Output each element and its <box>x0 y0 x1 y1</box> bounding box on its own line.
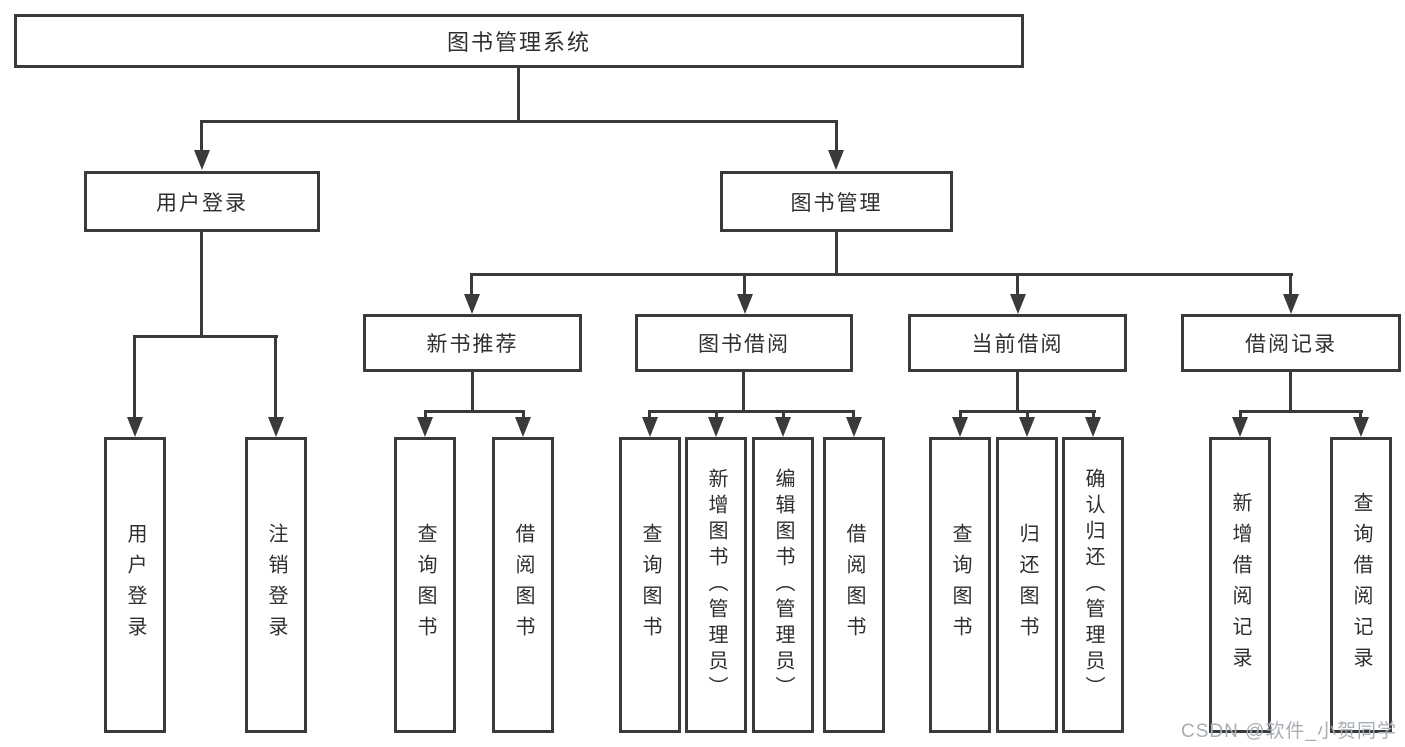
arrowhead-down <box>846 417 862 437</box>
connector-shaft <box>959 410 962 417</box>
arrowhead-down <box>268 417 284 437</box>
arrowhead-down <box>515 417 531 437</box>
connector-stem <box>1289 372 1292 410</box>
arrowhead-down <box>1283 294 1299 314</box>
connector-bar <box>648 410 855 413</box>
node-new-book-recommend: 新书推荐 <box>363 314 582 372</box>
connector-bar <box>424 410 525 413</box>
arrowhead-down <box>194 150 210 170</box>
connector-shaft <box>200 120 203 152</box>
leaf-add-books-admin: 新增图书（管理员） <box>685 437 747 733</box>
arrowhead-down <box>642 417 658 437</box>
connector-bar <box>470 273 1293 276</box>
node-library-management-system: 图书管理系统 <box>14 14 1024 68</box>
connector-stem <box>471 372 474 410</box>
arrowhead-down <box>1019 417 1035 437</box>
connector-bar <box>1239 410 1363 413</box>
connector-shaft <box>1239 410 1242 417</box>
arrowhead-down <box>464 294 480 314</box>
arrowhead-down <box>1232 417 1248 437</box>
arrowhead-down <box>708 417 724 437</box>
leaf-return-books: 归还图书 <box>996 437 1058 733</box>
connector-shaft <box>715 410 718 417</box>
csdn-watermark: CSDN @软件_小贺同学 <box>1181 721 1397 742</box>
leaf-borrow-books-recommend: 借阅图书 <box>492 437 554 733</box>
leaf-add-borrow-record: 新增借阅记录 <box>1209 437 1271 733</box>
leaf-query-borrow-record: 查询借阅记录 <box>1330 437 1392 733</box>
connector-shaft <box>1289 273 1292 294</box>
node-book-management: 图书管理 <box>720 171 953 232</box>
connector-shaft <box>852 410 855 417</box>
leaf-edit-books-admin: 编辑图书（管理员） <box>752 437 814 733</box>
node-book-borrow: 图书借阅 <box>635 314 853 372</box>
arrowhead-down <box>828 150 844 170</box>
connector-shaft <box>1092 410 1095 417</box>
leaf-query-books-borrow: 查询图书 <box>619 437 681 733</box>
connector-shaft <box>133 335 136 417</box>
arrowhead-down <box>417 417 433 437</box>
leaf-query-books-recommend: 查询图书 <box>394 437 456 733</box>
connector-bar <box>200 120 838 123</box>
leaf-logout: 注销登录 <box>245 437 307 733</box>
arrowhead-down <box>127 417 143 437</box>
arrowhead-down <box>1085 417 1101 437</box>
connector-stem <box>1016 372 1019 410</box>
connector-shaft <box>274 335 277 417</box>
leaf-confirm-return-admin: 确认归还（管理员） <box>1062 437 1124 733</box>
connector-stem <box>742 372 745 410</box>
connector-bar <box>133 335 278 338</box>
leaf-query-books-current: 查询图书 <box>929 437 991 733</box>
connector-shaft <box>743 273 746 294</box>
connector-shaft <box>782 410 785 417</box>
connector-shaft <box>522 410 525 417</box>
connector-shaft <box>648 410 651 417</box>
arrowhead-down <box>775 417 791 437</box>
connector-shaft <box>1016 273 1019 294</box>
arrowhead-down <box>1010 294 1026 314</box>
node-user-login: 用户登录 <box>84 171 320 232</box>
arrowhead-down <box>737 294 753 314</box>
arrowhead-down <box>952 417 968 437</box>
leaf-borrow-books-borrow: 借阅图书 <box>823 437 885 733</box>
connector-shaft <box>424 410 427 417</box>
connector-stem <box>517 68 520 120</box>
connector-stem <box>835 232 838 273</box>
connector-shaft <box>835 120 838 152</box>
node-borrow-records: 借阅记录 <box>1181 314 1401 372</box>
connector-stem <box>200 232 203 335</box>
arrowhead-down <box>1353 417 1369 437</box>
node-current-borrow: 当前借阅 <box>908 314 1127 372</box>
connector-shaft <box>1359 410 1362 417</box>
leaf-user-login: 用户登录 <box>104 437 166 733</box>
connector-shaft <box>1026 410 1029 417</box>
connector-shaft <box>470 273 473 294</box>
